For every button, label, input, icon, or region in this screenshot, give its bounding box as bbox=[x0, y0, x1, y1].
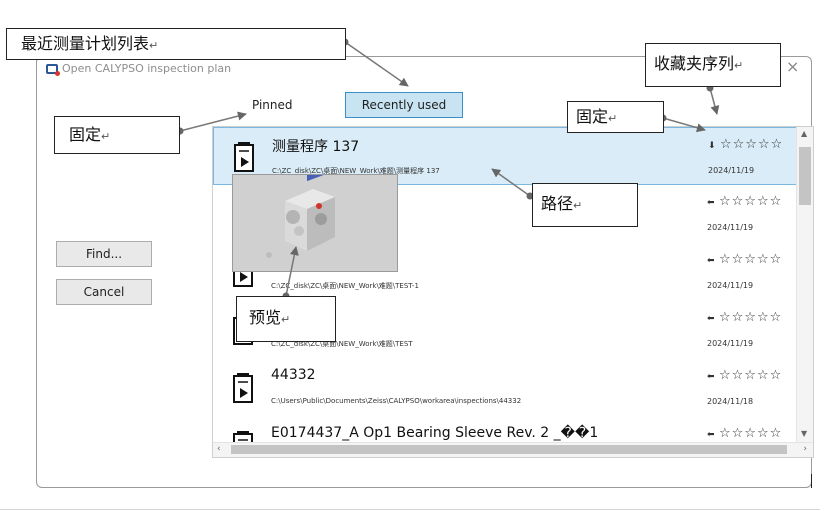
vertical-scrollbar[interactable]: ▲ ▼ bbox=[796, 127, 813, 443]
tab-recently-used[interactable]: Recently used bbox=[345, 92, 463, 118]
plan-date: 2024/11/19 bbox=[707, 223, 754, 232]
text-cursor-mark bbox=[811, 474, 812, 488]
dialog-title: Open CALYPSO inspection plan bbox=[62, 62, 232, 75]
callout-pin-header-text: 固定 bbox=[576, 107, 609, 126]
favorite-stars[interactable]: ☆☆☆☆☆ bbox=[720, 137, 784, 152]
pin-icon[interactable]: ⬅ bbox=[707, 198, 715, 208]
plan-date: 2024/11/19 bbox=[707, 281, 754, 290]
plan-path: C:\ZC_disk\ZC\桌面\NEW_Work\难题\TEST bbox=[271, 340, 413, 348]
plan-name: 测量程序 137 bbox=[272, 139, 360, 155]
callout-preview: 预览↵ bbox=[236, 296, 336, 342]
vertical-scroll-thumb[interactable] bbox=[799, 147, 811, 205]
callout-preview-text: 预览 bbox=[249, 308, 282, 327]
inspection-plan-icon bbox=[233, 373, 253, 403]
inspection-plan-icon bbox=[234, 142, 254, 172]
find-button[interactable]: Find... bbox=[56, 241, 152, 267]
pinned-icon[interactable]: ⬇ bbox=[708, 141, 716, 151]
plan-date: 2024/11/19 bbox=[707, 339, 754, 348]
plan-path: C:\Users\Public\Documents\Zeiss\CALYPSO\… bbox=[271, 397, 522, 405]
pin-icon[interactable]: ⬅ bbox=[707, 372, 715, 382]
horizontal-scrollbar[interactable]: ‹ › bbox=[213, 442, 813, 457]
plan-path: C:\ZC_disk\ZC\桌面\NEW_Work\难题\TEST-1 bbox=[271, 282, 419, 290]
favorite-stars[interactable]: ☆☆☆☆☆ bbox=[719, 194, 783, 209]
return-mark-icon: ↵ bbox=[573, 199, 583, 212]
part-preview-image bbox=[233, 164, 397, 271]
favorite-stars[interactable]: ☆☆☆☆☆ bbox=[719, 426, 783, 441]
pin-icon[interactable]: ⬅ bbox=[707, 430, 715, 440]
cancel-button[interactable]: Cancel bbox=[56, 279, 152, 305]
callout-path-text: 路径 bbox=[541, 194, 574, 213]
favorite-stars[interactable]: ☆☆☆☆☆ bbox=[719, 310, 783, 325]
scroll-left-icon[interactable]: ‹ bbox=[217, 444, 221, 454]
plan-date: 2024/11/19 bbox=[708, 166, 755, 175]
return-mark-icon: ↵ bbox=[734, 59, 744, 72]
plan-preview-popup bbox=[232, 164, 398, 272]
plan-name: E0174437_A Op1 Bearing Sleeve Rev. 2 _��… bbox=[271, 425, 599, 441]
pin-icon[interactable]: ⬅ bbox=[707, 314, 715, 324]
return-mark-icon: ↵ bbox=[149, 39, 159, 52]
scroll-up-icon[interactable]: ▲ bbox=[801, 129, 808, 138]
favorite-stars[interactable]: ☆☆☆☆☆ bbox=[719, 252, 783, 267]
callout-path: 路径↵ bbox=[532, 183, 638, 227]
close-icon[interactable]: × bbox=[786, 57, 800, 76]
callout-pin-side-text: 固定 bbox=[69, 125, 102, 144]
callout-favorite-order-text: 收藏夹序列 bbox=[654, 54, 735, 73]
callout-recent-list: 最近测量计划列表↵ bbox=[6, 28, 346, 60]
tab-pinned[interactable]: Pinned bbox=[252, 98, 293, 112]
return-mark-icon: ↵ bbox=[281, 313, 291, 326]
page-divider bbox=[0, 509, 820, 510]
pin-icon[interactable]: ⬅ bbox=[707, 256, 715, 266]
scroll-right-icon[interactable]: › bbox=[803, 444, 807, 454]
favorite-stars[interactable]: ☆☆☆☆☆ bbox=[719, 368, 783, 383]
callout-favorite-order: 收藏夹序列↵ bbox=[645, 43, 781, 87]
plan-path: C:\ZC_disk\ZC\桌面\NEW_Work\难题\测量程序 137 bbox=[272, 167, 440, 175]
callout-pin-side: 固定↵ bbox=[54, 116, 180, 154]
plan-date: 2024/11/18 bbox=[707, 397, 754, 406]
callout-recent-list-text: 最近测量计划列表 bbox=[21, 34, 150, 53]
scroll-down-icon[interactable]: ▼ bbox=[801, 429, 808, 438]
calypso-app-icon bbox=[46, 64, 60, 76]
plan-name: 44332 bbox=[271, 367, 316, 383]
callout-pin-header: 固定↵ bbox=[567, 101, 664, 133]
horizontal-scroll-thumb[interactable] bbox=[231, 445, 787, 454]
return-mark-icon: ↵ bbox=[101, 130, 111, 143]
return-mark-icon: ↵ bbox=[608, 112, 618, 125]
